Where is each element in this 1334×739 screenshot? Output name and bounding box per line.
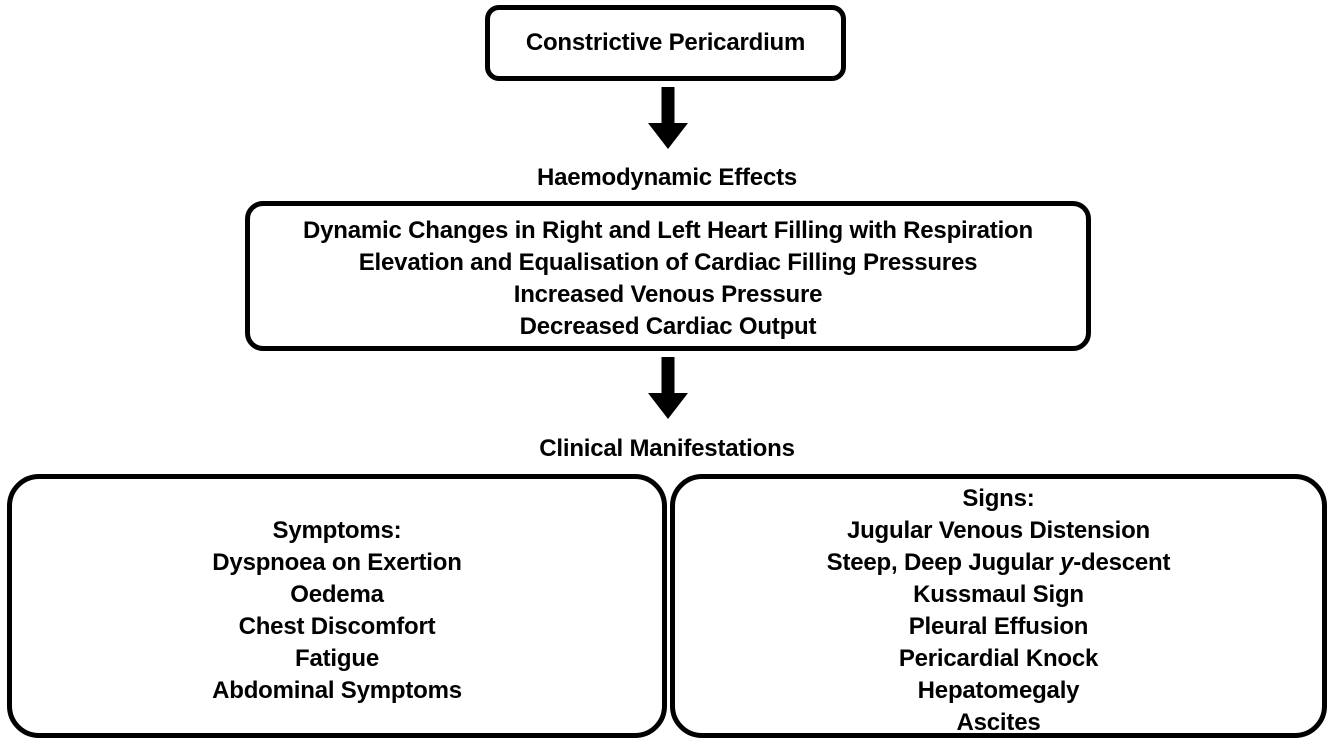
- haemodynamic-line: Increased Venous Pressure: [513, 281, 823, 308]
- symptom-item: Oedema: [290, 581, 384, 608]
- symptom-item: Fatigue: [295, 645, 379, 672]
- down-arrow-icon-bottom: [638, 357, 698, 419]
- symptom-item: Dyspnoea on Exertion: [212, 549, 462, 576]
- sign-item: Pleural Effusion: [908, 613, 1089, 640]
- y-descent-prefix: Steep, Deep Jugular: [826, 549, 1061, 576]
- sign-item: Pericardial Knock: [898, 645, 1099, 672]
- symptom-item: Abdominal Symptoms: [212, 677, 462, 704]
- down-arrow-icon-top: [638, 87, 698, 149]
- caption-haemodynamic-effects: Haemodynamic Effects: [536, 164, 798, 191]
- node-signs: Signs: Jugular Venous Distension Steep, …: [670, 474, 1327, 738]
- symptoms-heading: Symptoms:: [272, 517, 402, 544]
- node-constrictive-pericardium: Constrictive Pericardium: [485, 5, 846, 81]
- node-label-constrictive-pericardium: Constrictive Pericardium: [525, 29, 806, 56]
- sign-item-y-descent: Steep, Deep Jugular y-descent: [827, 547, 1171, 579]
- sign-item: Kussmaul Sign: [913, 581, 1084, 608]
- y-descent-suffix: -descent: [1073, 549, 1171, 576]
- node-symptoms: Symptoms: Dyspnoea on Exertion Oedema Ch…: [7, 474, 667, 738]
- sign-item: Jugular Venous Distension: [846, 517, 1151, 544]
- caption-clinical-manifestations: Clinical Manifestations: [539, 435, 795, 462]
- symptom-item: Chest Discomfort: [238, 613, 436, 640]
- haemodynamic-line: Elevation and Equalisation of Cardiac Fi…: [358, 249, 978, 276]
- y-descent-italic-y: y: [1060, 549, 1074, 576]
- node-haemodynamic-effects: Dynamic Changes in Right and Left Heart …: [245, 201, 1091, 351]
- haemodynamic-line: Decreased Cardiac Output: [519, 313, 817, 340]
- sign-item: Ascites: [956, 709, 1041, 736]
- signs-heading: Signs:: [962, 485, 1035, 512]
- haemodynamic-line: Dynamic Changes in Right and Left Heart …: [303, 217, 1033, 244]
- sign-item: Hepatomegaly: [917, 677, 1080, 704]
